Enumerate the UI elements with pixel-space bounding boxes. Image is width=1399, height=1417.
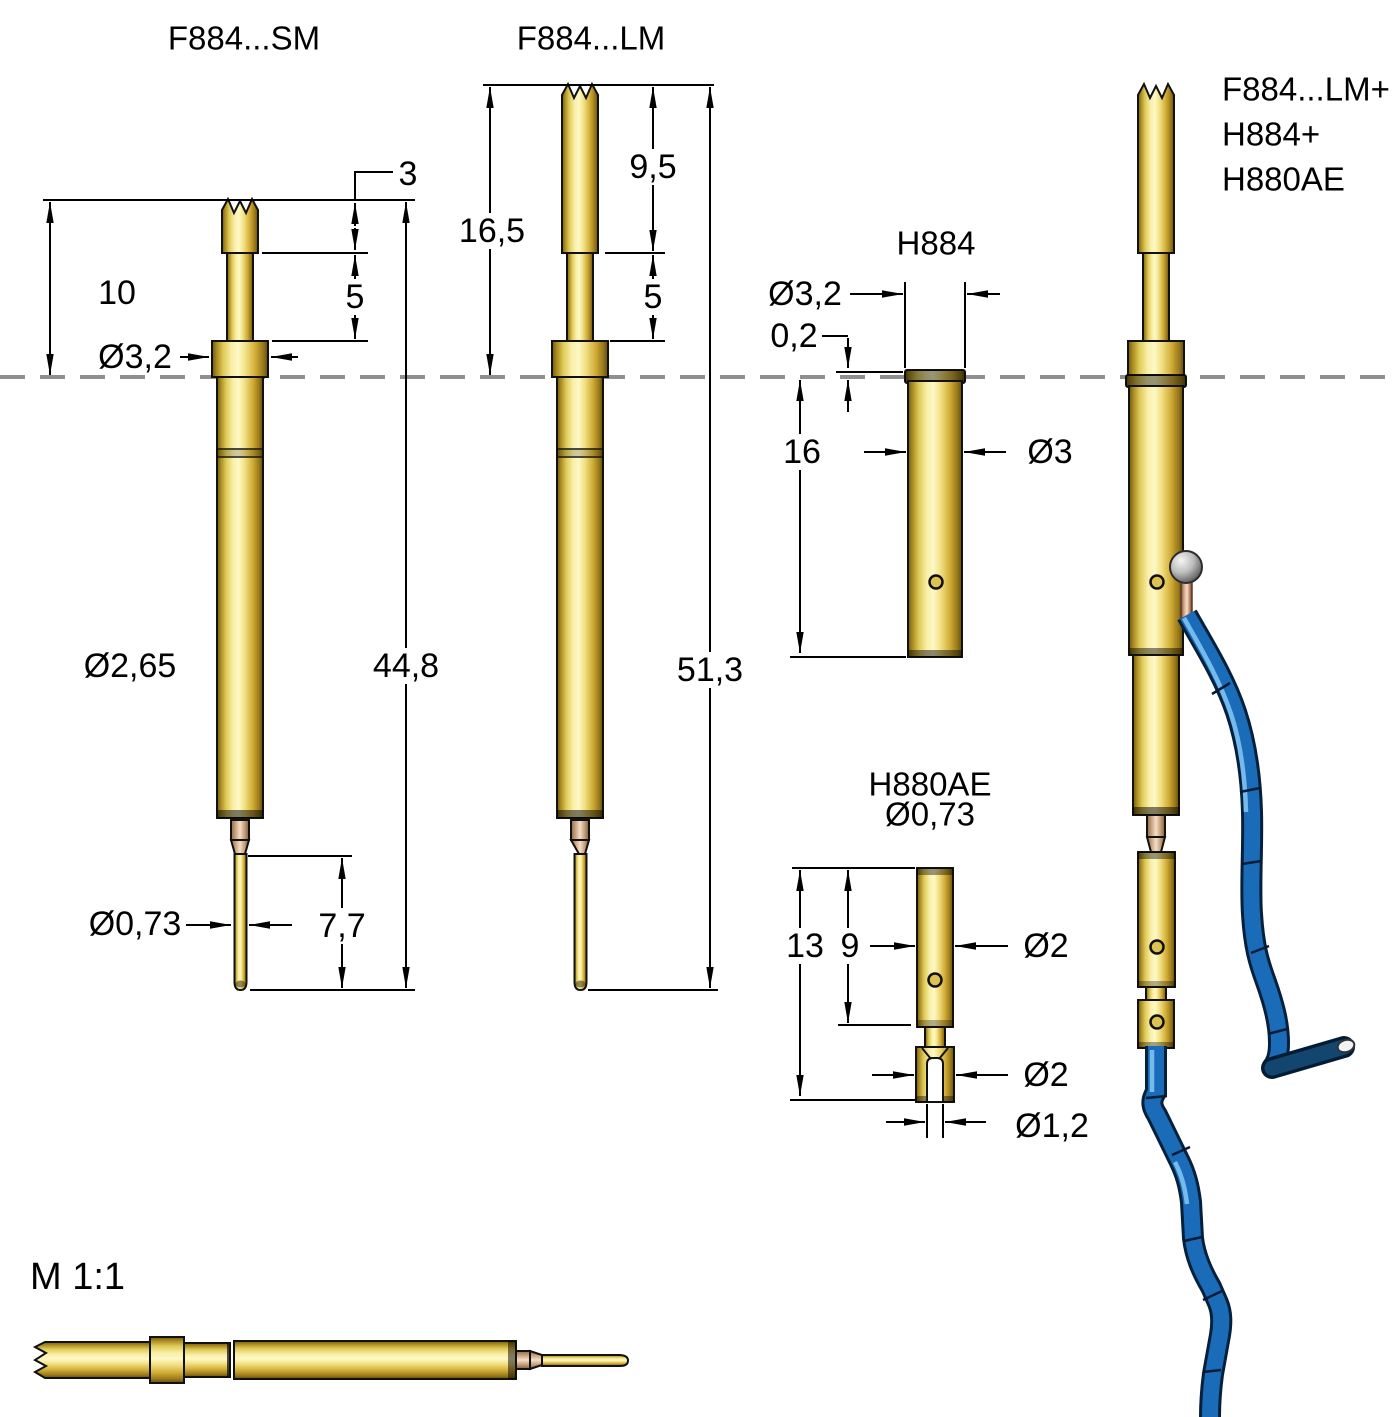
- view-title-h884: H884: [896, 224, 976, 262]
- dim-sm-pin-length: 7,7: [313, 908, 371, 944]
- dim-h880-total: 13: [781, 928, 829, 964]
- probe-lm-illustration: [551, 81, 609, 992]
- dim-h884-length: 16: [778, 434, 826, 470]
- solder-joint-and-wires: [1141, 550, 1356, 1417]
- receptacle-h880ae-illustration: [915, 867, 955, 1103]
- dim-sm-shaft-length: 5: [340, 279, 370, 315]
- dim-sm-pin-dia: Ø0,73: [88, 905, 182, 943]
- dim-h880-bore-dia: Ø1,2: [1015, 1107, 1089, 1145]
- wire-bottom: [1141, 1046, 1233, 1417]
- dim-h880-cup-dia: Ø2: [1023, 1056, 1069, 1094]
- dim-h884-dia: Ø3: [1027, 433, 1073, 471]
- dim-h880-body-dia: Ø2: [1023, 927, 1069, 965]
- wire-right: [1177, 609, 1356, 1079]
- assembly-illustration: [1125, 81, 1187, 1049]
- dim-h880-body: 9: [835, 928, 865, 964]
- assembly-title-line1: F884...LM+: [1222, 70, 1390, 108]
- dimension-lines: [43, 84, 1008, 1138]
- dim-h884-rim-lip: 0,2: [770, 317, 818, 355]
- dim-sm-above-plate: 10: [98, 274, 136, 312]
- view-title-lm: F884...LM: [516, 19, 666, 57]
- dim-sm-barrel-dia: Ø2,65: [83, 647, 177, 685]
- dim-h884-rim-dia: Ø3,2: [768, 275, 842, 313]
- view-title-h880ae: H880AE: [868, 765, 992, 803]
- dim-lm-total-length: 51,3: [671, 652, 749, 688]
- view-title-sm: F884...SM: [167, 19, 321, 57]
- scale-note: M 1:1: [30, 1256, 126, 1298]
- dim-lm-head-length: 9,5: [624, 149, 682, 185]
- view-subtitle-h880ae: Ø0,73: [885, 795, 975, 833]
- dim-sm-tip-length: 3: [398, 155, 418, 193]
- assembly-title-line3: H880AE: [1222, 160, 1345, 198]
- probe-sm-illustration: [211, 196, 269, 992]
- dim-sm-total-length: 44,8: [367, 648, 445, 684]
- dim-lm-shaft-length: 5: [638, 279, 668, 315]
- dim-sm-collar-dia: Ø3,2: [98, 338, 172, 376]
- assembly-title-line2: H884+: [1222, 115, 1321, 153]
- receptacle-h884-illustration: [904, 369, 966, 658]
- dim-lm-above-plate: 16,5: [453, 213, 531, 249]
- solder-ball: [1169, 550, 1203, 584]
- probe-actual-size-illustration: [32, 1336, 630, 1384]
